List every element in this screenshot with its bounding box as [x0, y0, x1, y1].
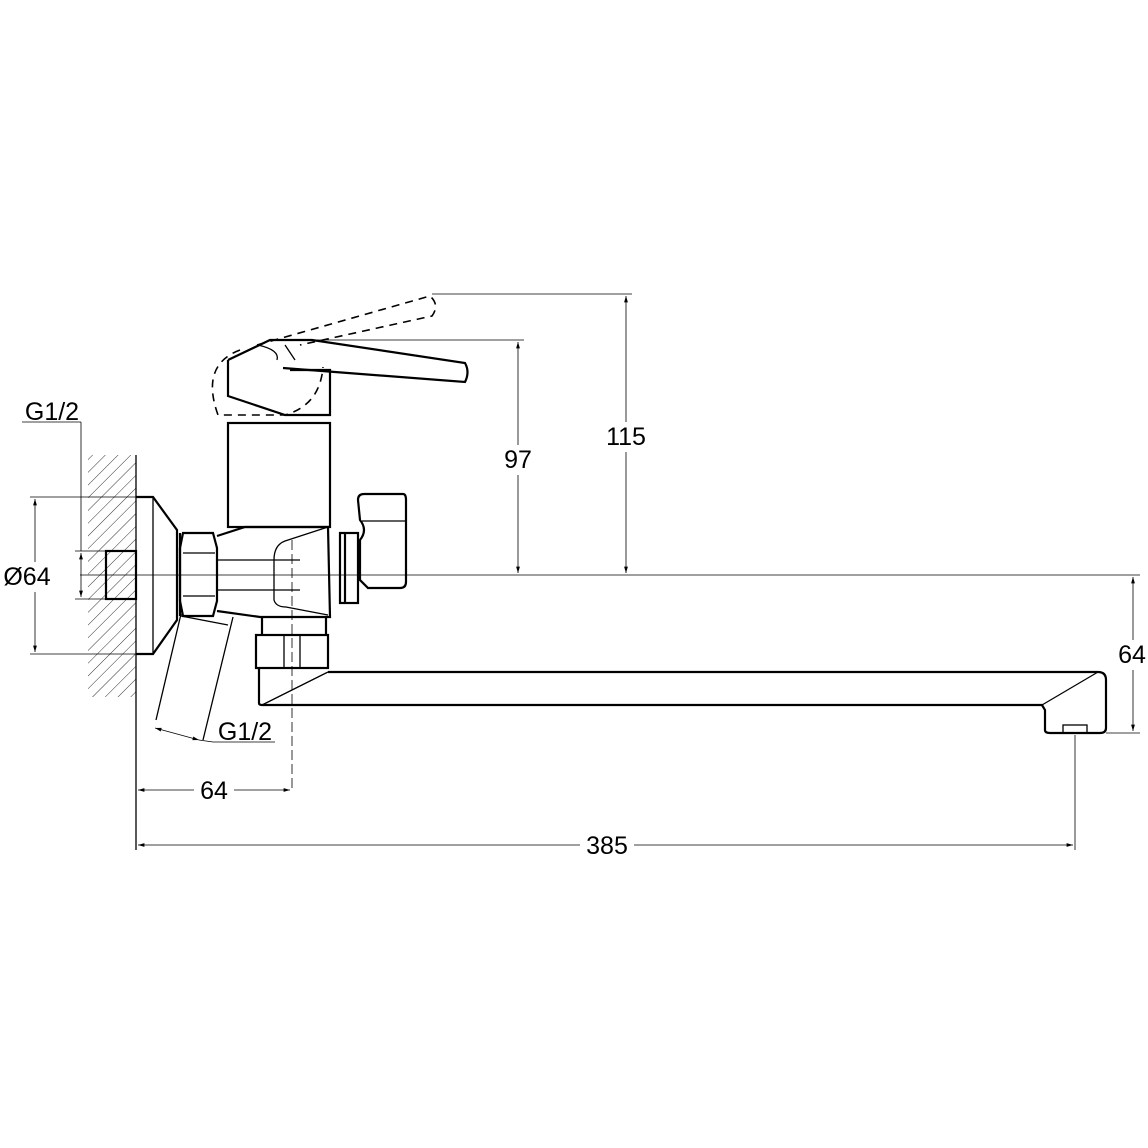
- dimension-385: 385: [138, 735, 1076, 860]
- spout: [254, 540, 1108, 790]
- dimension-97: 97: [290, 339, 536, 573]
- dimension-115: 115: [432, 293, 648, 573]
- thread-top-label: G1/2: [25, 398, 79, 426]
- dim-wall-64-label: 64: [200, 777, 228, 805]
- dim-385-label: 385: [586, 832, 628, 860]
- thread-callout-bottom: G1/2: [154, 718, 275, 746]
- dimension-diameter-64: Ø64: [2, 496, 136, 655]
- thread-callout-top: G1/2: [22, 398, 106, 600]
- dimension-spout-64: 64: [1106, 577, 1148, 734]
- thread-bottom-label: G1/2: [218, 718, 272, 746]
- dim-diameter-label: Ø64: [3, 563, 50, 591]
- wall: [88, 455, 137, 850]
- mixer-body: [211, 295, 469, 619]
- dim-115-label: 115: [606, 423, 646, 451]
- dimension-wall-64: 64: [138, 776, 290, 805]
- dim-97-label: 97: [504, 446, 532, 474]
- dim-spout-64-label: 64: [1118, 641, 1146, 669]
- wall-connection: [104, 495, 234, 741]
